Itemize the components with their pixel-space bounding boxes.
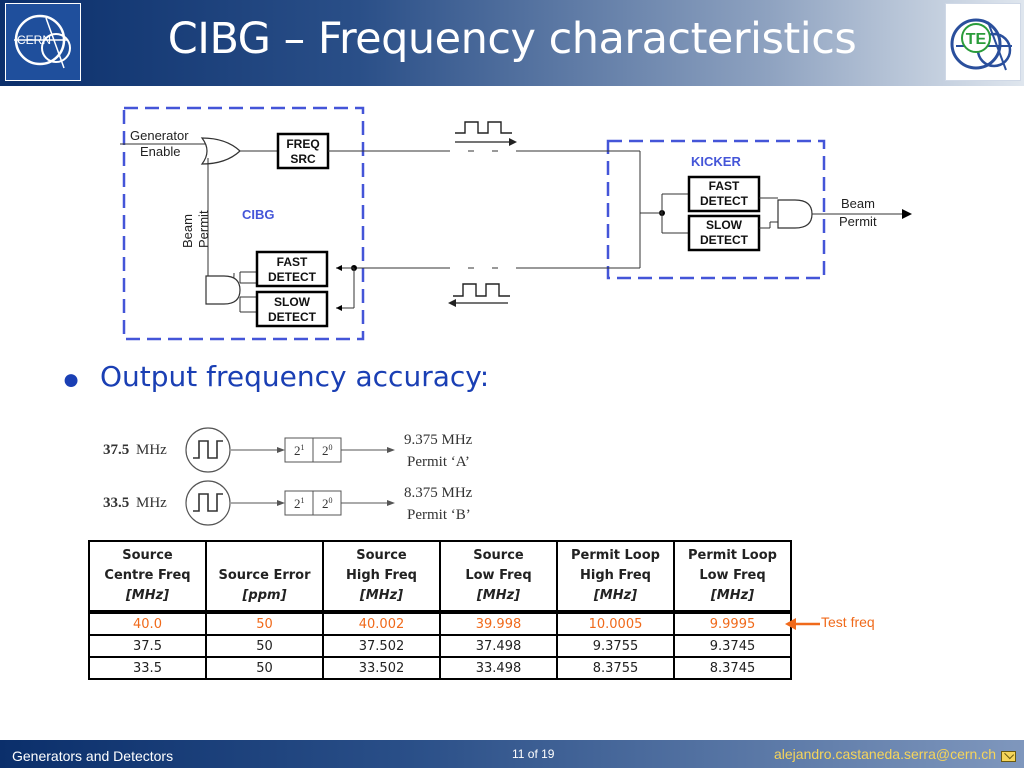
test-freq-label: Test freq [821, 614, 875, 630]
mail-icon [1001, 751, 1016, 762]
pulse-train-forward-icon [455, 121, 512, 134]
divider-2-input-value: 33.5 [103, 495, 129, 511]
kicker-slow-detect-block [687, 214, 761, 252]
author-email[interactable]: alejandro.castaneda.serra@cern.ch [773, 746, 996, 762]
svg-text:FAST: FAST [277, 255, 308, 269]
bullet-text: Output frequency accuracy: [100, 360, 490, 393]
svg-text:DETECT: DETECT [700, 233, 749, 247]
beam-permit-out-label-1: Beam [841, 196, 875, 211]
kicker-fast-detect-block [687, 175, 761, 213]
svg-text:CERN: CERN [17, 33, 51, 47]
divider-2-permit: Permit ‘B’ [407, 507, 471, 523]
svg-text:20: 20 [322, 496, 333, 511]
table-cell: 50 [205, 611, 324, 636]
divider-1-permit: Permit ‘A’ [407, 454, 470, 470]
table-cell: 37.498 [439, 634, 558, 658]
generator-enable-label-2: Enable [140, 144, 180, 159]
svg-text:21: 21 [294, 443, 305, 458]
kicker-and-gate-icon [777, 199, 813, 229]
cibg-slow-detect-block [255, 290, 329, 328]
slide-header: CERN CIBG – Frequency characteristics TE [0, 0, 1024, 86]
beam-permit-out-label-2: Permit [839, 214, 877, 229]
svg-text:21: 21 [294, 496, 305, 511]
or-gate-icon [200, 137, 241, 165]
divider-2-output: 8.375 MHz [404, 485, 473, 501]
table-cell: 40.0 [88, 611, 207, 636]
te-logo: TE [945, 3, 1021, 81]
frequency-divider-diagram: 37.5 MHz 21 20 9.375 MHz Permit ‘A’ 33.5… [95, 422, 515, 534]
divider-1-input-value: 37.5 [103, 442, 129, 458]
svg-text:DETECT: DETECT [268, 270, 317, 284]
table-row: 37.5 50 37.502 37.498 9.3755 9.3745 [88, 634, 792, 658]
cern-logo: CERN [5, 3, 81, 81]
table-cell: 37.502 [322, 634, 441, 658]
slide-title: CIBG – Frequency characteristics [167, 14, 857, 64]
and-gate-icon [205, 275, 241, 305]
kicker-dashed-box [606, 139, 826, 280]
page-number: 11 of 19 [512, 747, 555, 761]
table-row: 40.0 50 40.002 39.998 10.0005 9.9995 [88, 611, 792, 636]
svg-text:TE: TE [966, 31, 987, 48]
divider-1-output: 9.375 MHz [404, 432, 473, 448]
table-cell: 50 [205, 656, 324, 680]
svg-text:SLOW: SLOW [706, 218, 743, 232]
svg-text:Permit: Permit [196, 210, 211, 248]
svg-text:SRC: SRC [290, 152, 316, 166]
col-header-source-error: Source Error[ppm] [205, 540, 324, 613]
table-cell: 37.5 [88, 634, 207, 658]
svg-text:FREQ: FREQ [286, 137, 319, 151]
svg-text:DETECT: DETECT [700, 194, 749, 208]
test-freq-annotation: Test freq [784, 612, 904, 636]
table-cell: 39.998 [439, 611, 558, 636]
pulse-train-return-icon [453, 283, 510, 297]
table-cell: 9.3755 [556, 634, 675, 658]
divider-1-input-unit: MHz [136, 442, 167, 458]
svg-text:DETECT: DETECT [268, 310, 317, 324]
table-row: 33.5 50 33.502 33.498 8.3755 8.3745 [88, 656, 792, 680]
divider-2-input-unit: MHz [136, 495, 167, 511]
table-cell: 9.3745 [673, 634, 792, 658]
footer-title: Generators and Detectors [12, 748, 174, 764]
cibg-dashed-box [122, 106, 365, 341]
svg-text:Beam: Beam [180, 214, 195, 248]
kicker-label: KICKER [691, 154, 741, 169]
table-cell: 10.0005 [556, 611, 675, 636]
cibg-fast-detect-block [255, 250, 329, 288]
table-cell: 33.5 [88, 656, 207, 680]
svg-text:20: 20 [322, 443, 333, 458]
svg-text:FAST: FAST [709, 179, 740, 193]
table-cell: 8.3745 [673, 656, 792, 680]
cibg-block-diagram: Generator Enable FREQ SRC Beam Permit CI… [110, 100, 920, 350]
slide-footer: Generators and Detectors 11 of 19 alejan… [0, 740, 1024, 768]
table-cell: 50 [205, 634, 324, 658]
table-cell: 33.502 [322, 656, 441, 680]
generator-enable-label-1: Generator [130, 128, 189, 143]
arrow-left-icon [785, 618, 820, 630]
table-cell: 8.3755 [556, 656, 675, 680]
bullet-dot-icon: ● [62, 363, 81, 396]
table-cell: 40.002 [322, 611, 441, 636]
svg-text:SLOW: SLOW [274, 295, 311, 309]
cibg-label: CIBG [242, 207, 275, 222]
table-cell: 33.498 [439, 656, 558, 680]
table-cell: 9.9995 [673, 611, 792, 636]
